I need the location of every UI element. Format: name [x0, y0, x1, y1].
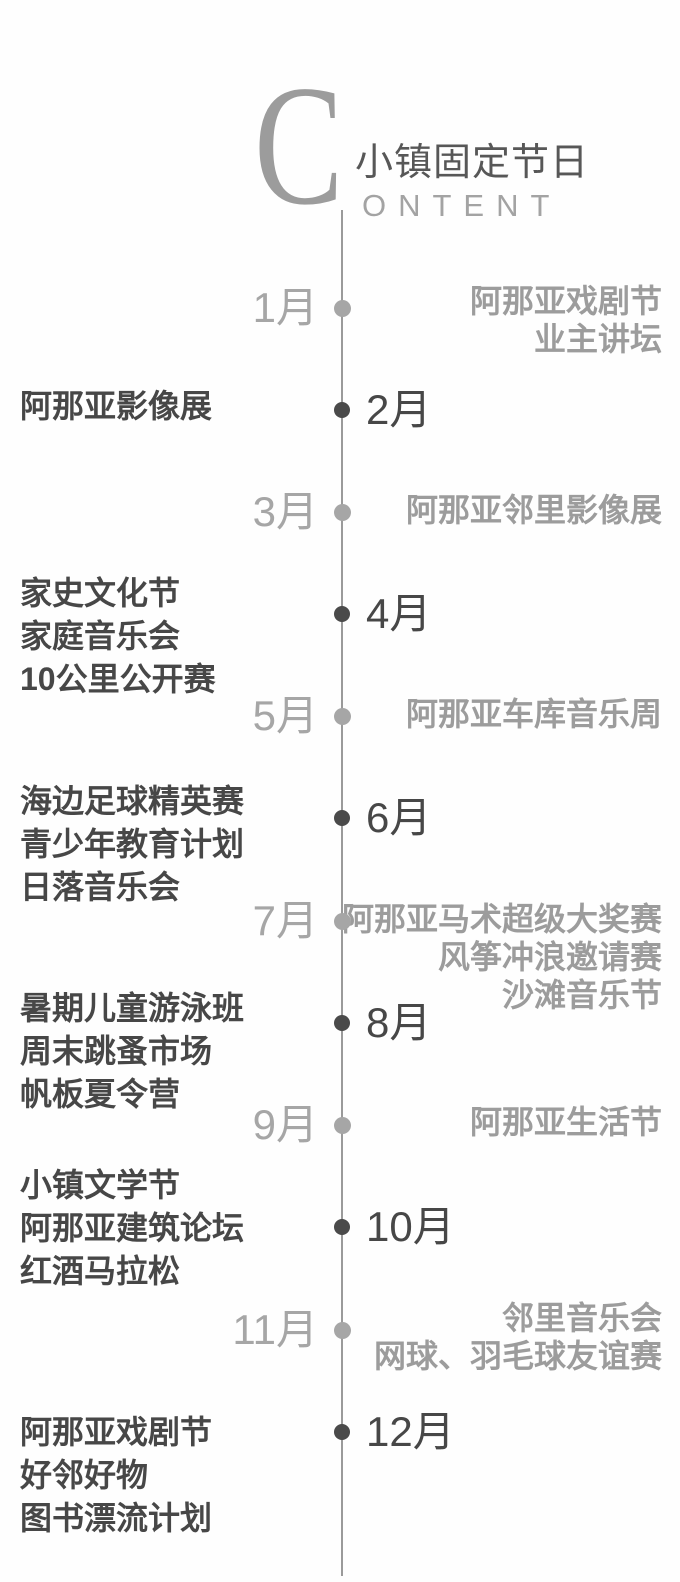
month-label-10: 10月 — [366, 1203, 455, 1250]
event-item: 暑期儿童游泳班 — [20, 990, 245, 1026]
event-item: 红酒马拉松 — [20, 1253, 181, 1289]
month-events-3: 阿那亚邻里影像展 — [406, 491, 662, 529]
timeline-dot-month-6 — [334, 810, 350, 826]
event-item: 网球、羽毛球友谊赛 — [373, 1338, 662, 1374]
event-item: 帆板夏令营 — [20, 1076, 181, 1112]
timeline-dot-month-4 — [334, 606, 350, 622]
content-initial-letter: C — [254, 51, 344, 241]
month-events-10: 小镇文学节阿那亚建筑论坛红酒马拉松 — [20, 1164, 244, 1293]
month-label-8: 8月 — [366, 999, 432, 1046]
event-item: 阿那亚马术超级大奖赛 — [341, 901, 662, 937]
event-item: 阿那亚戏剧节 — [469, 283, 662, 319]
month-events-4: 家史文化节家庭音乐会 10公里公开赛 — [20, 572, 216, 701]
timeline-dot-month-8 — [334, 1015, 350, 1031]
event-item: 阿那亚邻里影像展 — [405, 492, 662, 528]
event-item: 阿那亚戏剧节 — [20, 1414, 213, 1450]
month-events-1: 阿那亚戏剧节业主讲坛 — [470, 282, 662, 358]
event-item: 阿那亚生活节 — [469, 1104, 662, 1140]
event-item: 沙滩音乐节 — [501, 977, 662, 1013]
event-item: 业主讲坛 — [533, 321, 662, 357]
month-label-5: 5月 — [252, 692, 318, 739]
month-label-11: 11月 — [232, 1306, 318, 1353]
month-label-7: 7月 — [252, 897, 318, 944]
event-item: 海边足球精英赛 — [20, 783, 245, 819]
month-label-3: 3月 — [252, 488, 318, 535]
month-events-7: 阿那亚马术超级大奖赛风筝冲浪邀请赛沙滩音乐节 — [342, 900, 662, 1014]
month-events-11: 邻里音乐会网球、羽毛球友谊赛 — [374, 1299, 662, 1375]
month-label-2: 2月 — [366, 386, 432, 433]
timeline-dot-month-12 — [334, 1424, 350, 1440]
month-events-6: 海边足球精英赛青少年教育计划日落音乐会 — [20, 780, 244, 909]
timeline-dot-month-11 — [333, 1321, 351, 1339]
event-item: 家史文化节 — [20, 575, 181, 611]
month-events-12: 阿那亚戏剧节好邻好物图书漂流计划 — [20, 1411, 212, 1540]
month-label-6: 6月 — [366, 794, 432, 841]
timeline-dot-month-9 — [333, 1116, 351, 1134]
month-events-8: 暑期儿童游泳班周末跳蚤市场帆板夏令营 — [20, 987, 244, 1116]
timeline-axis — [341, 210, 343, 1576]
event-item: 阿那亚建筑论坛 — [20, 1210, 245, 1246]
event-item: 风筝冲浪邀请赛 — [437, 939, 662, 975]
month-label-9: 9月 — [252, 1101, 318, 1148]
month-events-2: 阿那亚影像展 — [20, 385, 212, 428]
month-events-9: 阿那亚生活节 — [470, 1103, 662, 1141]
month-label-4: 4月 — [366, 590, 432, 637]
timeline-dot-month-3 — [333, 503, 351, 521]
event-item: 邻里音乐会 — [501, 1300, 662, 1336]
event-item: 日落音乐会 — [20, 869, 181, 905]
month-label-1: 1月 — [252, 284, 318, 331]
timeline-dot-month-5 — [333, 707, 351, 725]
event-item: 周末跳蚤市场 — [20, 1033, 213, 1069]
page-title: 小镇固定节日 — [355, 142, 590, 184]
event-item: 阿那亚车库音乐周 — [405, 696, 662, 732]
event-item: 阿那亚影像展 — [20, 388, 213, 424]
event-item: 小镇文学节 — [20, 1167, 181, 1203]
event-item: 图书漂流计划 — [20, 1500, 213, 1536]
event-item: 10公里公开赛 — [20, 661, 216, 697]
event-item: 好邻好物 — [20, 1457, 149, 1493]
content-word-rest: ONTENT — [362, 188, 562, 223]
event-item: 青少年教育计划 — [20, 826, 245, 862]
month-label-12: 12月 — [366, 1408, 455, 1455]
timeline-dot-month-10 — [334, 1219, 350, 1235]
timeline-dot-month-2 — [334, 402, 350, 418]
month-events-5: 阿那亚车库音乐周 — [406, 695, 662, 733]
timeline-dot-month-1 — [333, 299, 351, 317]
timeline-dot-month-7 — [333, 912, 351, 930]
event-item: 家庭音乐会 — [20, 618, 181, 654]
